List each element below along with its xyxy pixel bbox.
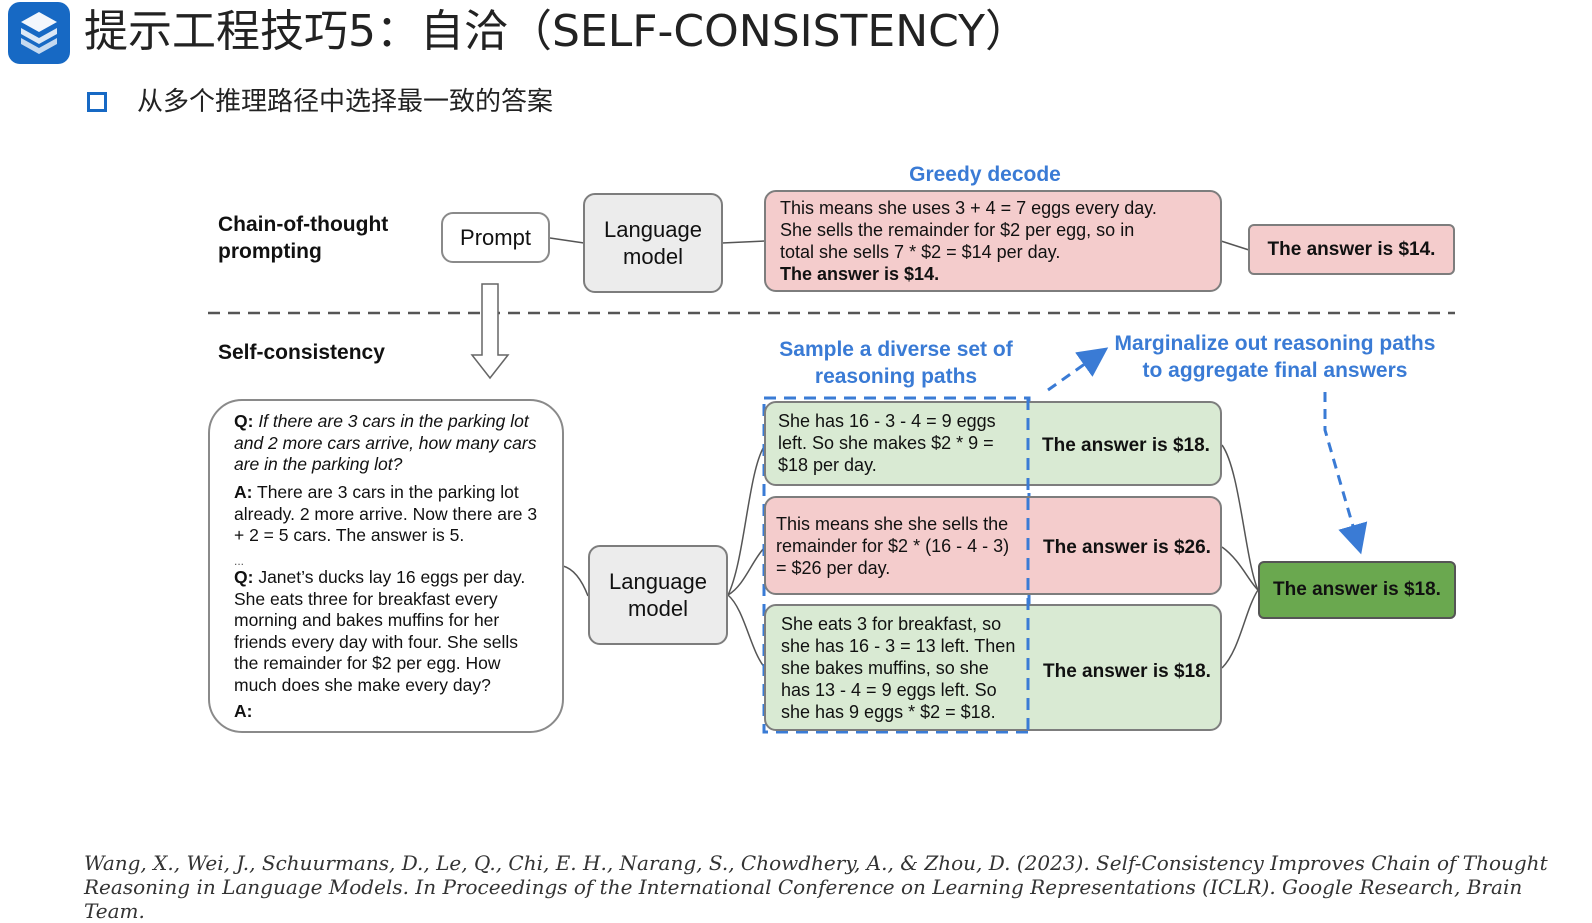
- path-1-answer: The answer is $18.: [1042, 435, 1210, 456]
- path-2-answer: The answer is $26.: [1043, 537, 1211, 558]
- greedy-decode-label: Greedy decode: [909, 163, 1061, 186]
- greedy-answer: The answer is $14.: [1267, 238, 1436, 260]
- path-1-text: She has 16 - 3 - 4 = 9 eggs left. So she…: [778, 411, 996, 475]
- prompt-label: Prompt: [460, 224, 531, 250]
- language-model-label: Language model: [604, 217, 702, 269]
- final-answer-box: The answer is $18.: [1258, 561, 1456, 619]
- sample-paths-label: Sample a diverse set of reasoning paths: [779, 338, 1013, 388]
- greedy-answer-box: The answer is $14.: [1248, 224, 1455, 275]
- cot-label: Chain-of-thought prompting: [218, 213, 389, 263]
- prompt-box: Prompt: [441, 212, 550, 263]
- prompt-q2: Q: Janet’s ducks lay 16 eggs per day. Sh…: [234, 567, 538, 696]
- self-consistency-label: Self-consistency: [218, 341, 385, 364]
- path-3-answer: The answer is $18.: [1043, 661, 1211, 682]
- final-answer: The answer is $18.: [1273, 579, 1441, 600]
- bullet-square-icon: [87, 92, 107, 112]
- path-2-text: This means she she sells the remainder f…: [776, 514, 1010, 578]
- prompt-q1: Q: If there are 3 cars in the parking lo…: [234, 411, 538, 476]
- language-model-box-top: Language model: [583, 193, 723, 293]
- q2-text: Janet’s ducks lay 16 eggs per day. She e…: [234, 567, 526, 695]
- citation: Wang, X., Wei, J., Schuurmans, D., Le, Q…: [84, 851, 1548, 923]
- a2-label: A:: [234, 701, 253, 721]
- page-title: 提示工程技巧5：自洽（SELF-CONSISTENCY）: [84, 6, 1029, 57]
- greedy-decode-box: This means she uses 3 + 4 = 7 eggs every…: [764, 190, 1222, 292]
- language-model-label-bottom: Language model: [609, 569, 707, 621]
- q1-text: If there are 3 cars in the parking lot a…: [234, 411, 537, 474]
- reasoning-path-2: This means she she sells the remainder f…: [764, 496, 1222, 595]
- prompt-a2: A:: [234, 701, 538, 723]
- reasoning-path-3: She eats 3 for breakfast, so she has 16 …: [764, 604, 1222, 731]
- a1-text: There are 3 cars in the parking lot alre…: [234, 482, 538, 545]
- prompt-a1: A: There are 3 cars in the parking lot a…: [234, 482, 538, 547]
- greedy-decode-inline-answer: The answer is $14.: [780, 264, 940, 284]
- prompt-example-block: Q: If there are 3 cars in the parking lo…: [208, 399, 564, 733]
- q2-label: Q:: [234, 567, 254, 587]
- prompt-ellipsis: ...: [234, 554, 245, 568]
- q1-label: Q:: [234, 411, 254, 431]
- path-3-text: She eats 3 for breakfast, so she has 16 …: [781, 614, 1016, 722]
- greedy-decode-text: This means she uses 3 + 4 = 7 eggs every…: [780, 198, 1157, 262]
- language-model-box-bottom: Language model: [588, 545, 728, 645]
- logo-icon: [8, 2, 70, 64]
- page-subtitle: 从多个推理路径中选择最一致的答案: [137, 87, 554, 117]
- a1-label: A:: [234, 482, 253, 502]
- reasoning-path-1: She has 16 - 3 - 4 = 9 eggs left. So she…: [764, 401, 1222, 486]
- marginalize-label: Marginalize out reasoning paths to aggre…: [1114, 332, 1436, 382]
